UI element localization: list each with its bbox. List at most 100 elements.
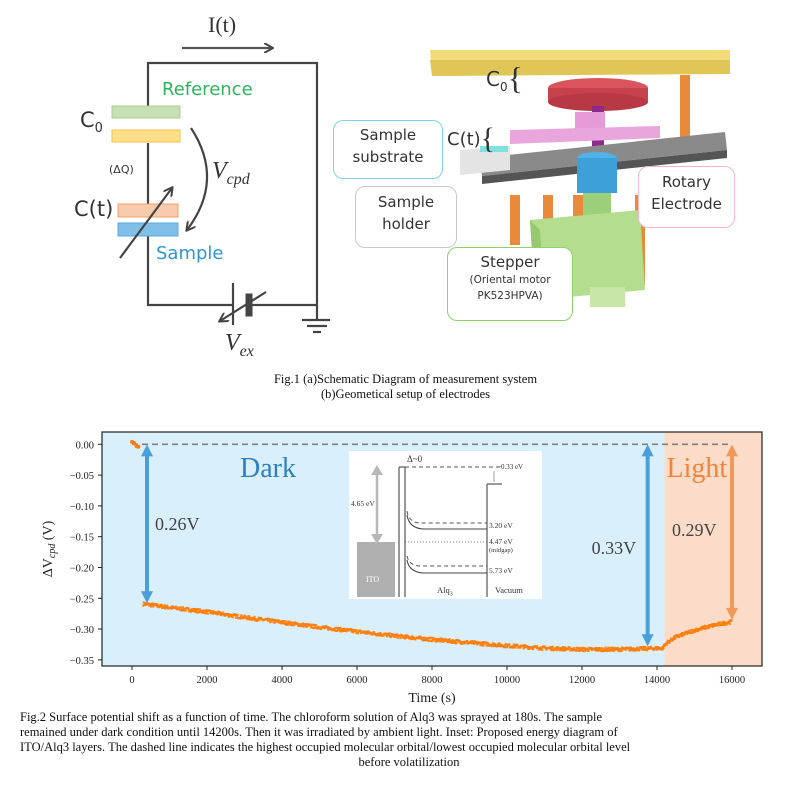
data-point — [727, 620, 730, 623]
annotation-label-0.33v: 0.33V — [592, 538, 637, 558]
y-tick-label: −0.30 — [70, 625, 94, 636]
x-tick-label: 16000 — [719, 675, 745, 686]
data-point — [521, 644, 524, 647]
data-point — [340, 629, 343, 632]
data-point — [459, 640, 462, 643]
data-point — [483, 642, 486, 645]
data-point — [307, 624, 310, 627]
data-point — [563, 647, 566, 650]
data-point — [151, 603, 154, 606]
data-point — [679, 634, 682, 637]
data-point — [560, 649, 563, 652]
data-point — [566, 648, 569, 651]
data-point — [390, 635, 393, 638]
reference-plate — [111, 105, 181, 119]
data-point — [314, 624, 317, 627]
inset-delta-label: Δ~0 — [407, 454, 423, 464]
data-point — [700, 628, 703, 631]
data-point — [184, 607, 187, 610]
data-point — [503, 645, 506, 648]
data-point — [563, 649, 566, 652]
data-point — [516, 644, 519, 647]
inset-vacuum-label: Vacuum — [495, 585, 523, 595]
data-point — [143, 604, 146, 607]
data-point — [194, 608, 197, 611]
data-point — [399, 637, 402, 640]
data-point — [674, 637, 677, 640]
data-point — [684, 630, 687, 633]
data-point — [203, 610, 206, 613]
data-point — [136, 444, 141, 449]
data-point — [582, 649, 585, 652]
data-point — [694, 627, 697, 630]
data-point — [556, 649, 559, 652]
data-point — [205, 612, 208, 615]
data-point — [440, 637, 443, 640]
data-point — [392, 635, 395, 638]
data-point — [637, 648, 640, 651]
x-tick-label: 12000 — [569, 675, 595, 686]
data-point — [558, 647, 561, 650]
vcpd-label: Vcpd — [212, 158, 250, 188]
data-point — [165, 606, 168, 609]
y-tick-label: −0.15 — [70, 533, 94, 544]
data-point — [498, 642, 501, 645]
data-point — [310, 624, 313, 627]
data-point — [359, 629, 362, 632]
data-point — [250, 616, 253, 619]
data-point — [201, 611, 204, 614]
data-point — [711, 625, 714, 628]
data-point — [434, 637, 437, 640]
data-point — [662, 645, 665, 648]
data-point — [511, 646, 514, 649]
data-point — [341, 630, 344, 633]
data-point — [327, 628, 330, 631]
data-point — [676, 634, 679, 637]
data-point — [536, 645, 539, 648]
data-point — [195, 609, 198, 612]
data-point — [523, 646, 526, 649]
region-label-dark: Dark — [240, 453, 296, 484]
data-point — [611, 646, 614, 649]
data-point — [212, 610, 215, 613]
inset-alq-label: Alq3 — [437, 585, 453, 598]
data-point — [149, 605, 152, 608]
data-point — [248, 618, 251, 621]
data-point — [385, 635, 388, 638]
setup-ct-label: C(t){ — [447, 122, 496, 155]
ground-icon — [302, 305, 330, 334]
data-point — [396, 636, 399, 639]
data-point — [286, 623, 289, 626]
data-point — [507, 644, 510, 647]
inset-homo-label: 5.73 eV — [489, 566, 513, 575]
data-point — [491, 643, 494, 646]
fig2-caption-line2: remained under dark condition until 1420… — [20, 725, 618, 739]
data-point — [451, 639, 454, 642]
data-point — [216, 613, 219, 616]
data-point — [424, 637, 427, 640]
data-point — [454, 640, 457, 643]
data-point — [343, 627, 346, 630]
annotation-arrowhead-down — [726, 607, 738, 620]
data-point — [299, 623, 302, 626]
ct-label: C(t) — [74, 197, 114, 221]
data-point — [481, 642, 484, 645]
y-tick-label: −0.35 — [70, 656, 94, 667]
data-point — [714, 624, 717, 627]
data-point — [492, 645, 495, 648]
data-point — [479, 644, 482, 647]
data-point — [405, 636, 408, 639]
data-point — [403, 637, 406, 640]
data-point — [192, 607, 195, 610]
data-point — [426, 638, 429, 641]
coupling — [577, 158, 617, 193]
data-point — [337, 628, 340, 631]
data-point — [402, 636, 405, 639]
data-point — [226, 614, 229, 617]
data-point — [352, 631, 355, 634]
data-point — [354, 630, 357, 633]
data-point — [665, 643, 668, 646]
data-point — [564, 646, 567, 649]
data-point — [561, 647, 564, 650]
